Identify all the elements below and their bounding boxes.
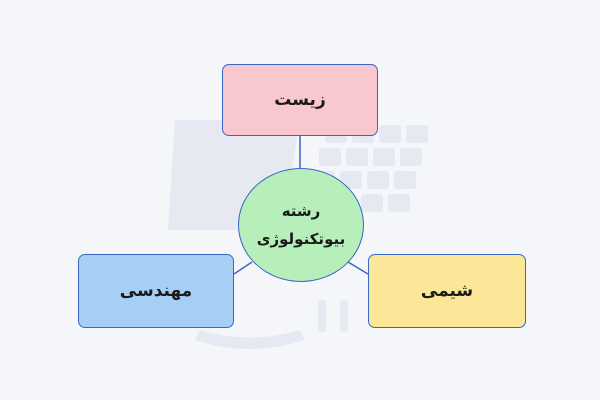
- connector-right: [347, 261, 369, 275]
- center-node-circle: رشته بیوتکنولوژی: [238, 168, 364, 282]
- connector-left: [233, 261, 253, 275]
- node-right-label: شیمی: [420, 281, 474, 301]
- node-top-box: زیست: [222, 64, 378, 136]
- center-label-line1: رشته: [281, 202, 321, 220]
- node-right-box: شیمی: [368, 254, 526, 328]
- node-left-label: مهندسی: [119, 281, 193, 301]
- node-top-label: زیست: [274, 90, 326, 110]
- node-left-box: مهندسی: [78, 254, 234, 328]
- center-label-line2: بیوتکنولوژی: [256, 230, 346, 248]
